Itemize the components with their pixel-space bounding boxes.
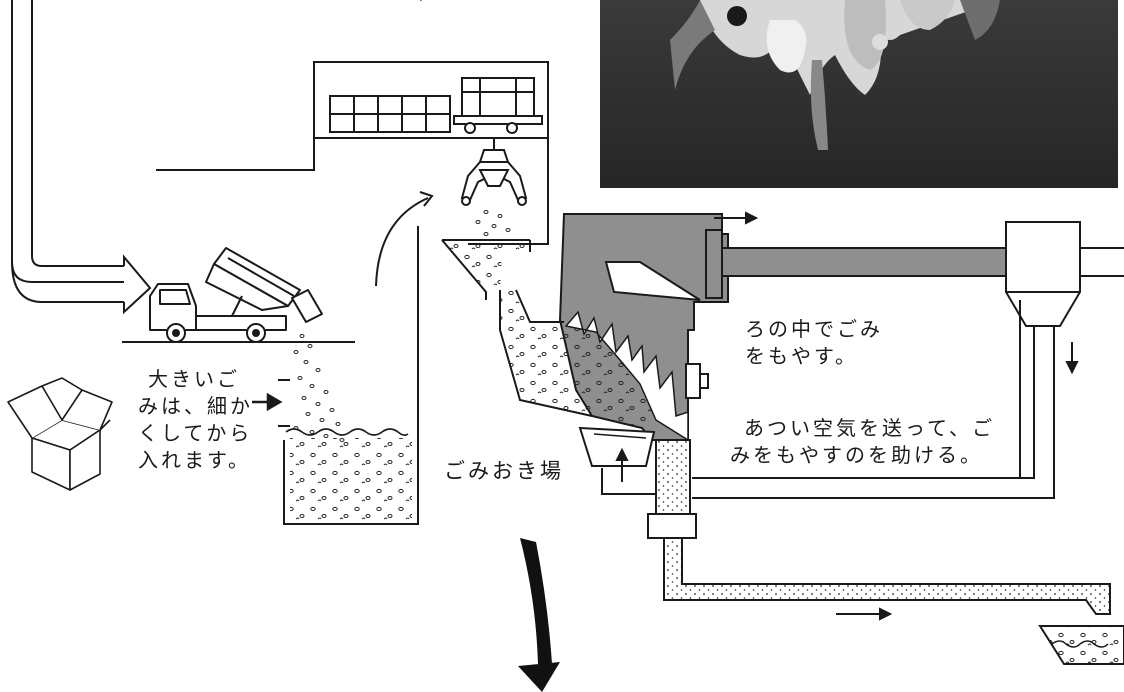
label-burn-line-1: ろの中でごみ	[745, 317, 883, 341]
label-big-garbage: 大きいご みは、細か くしてから 入れます。	[138, 366, 253, 474]
cardboard-box-icon	[7, 377, 113, 491]
label-big-garbage-line-1: 大きいご	[148, 367, 240, 391]
label-hot-air: あつい空気を送って、ご みをもやすのを助ける。	[730, 415, 995, 469]
label-burn-line-2: をもやす。	[745, 344, 858, 368]
garbage-photo	[600, 0, 1118, 188]
dump-truck-icon	[122, 247, 355, 343]
hopper	[441, 210, 531, 300]
flow-arrows	[615, 211, 1079, 621]
label-big-garbage-line-4: 入れます。	[138, 448, 251, 472]
crush-arrow	[252, 392, 283, 412]
ash-bin	[1038, 625, 1124, 665]
label-big-garbage-line-2: みは、細か	[138, 394, 253, 418]
label-garbage-pit: ごみおき場	[444, 459, 564, 483]
entry-flow-arrow	[11, 0, 152, 315]
falling-garbage	[293, 334, 345, 442]
flue-duct	[601, 221, 1124, 499]
crane-building	[156, 61, 549, 245]
label-hot-air-line-2: みをもやすのを助ける。	[730, 443, 983, 467]
big-down-arrow	[518, 538, 560, 692]
crane-lift-arrow	[375, 191, 434, 287]
label-hot-air-line-1: あつい空気を送って、ご	[744, 416, 995, 440]
ash-duct	[647, 439, 1111, 615]
label-burn: ろの中でごみ をもやす。	[745, 316, 883, 370]
garbage-pit	[283, 226, 419, 525]
incinerator-furnace	[499, 213, 729, 467]
label-big-garbage-line-3: くしてから	[138, 421, 253, 445]
